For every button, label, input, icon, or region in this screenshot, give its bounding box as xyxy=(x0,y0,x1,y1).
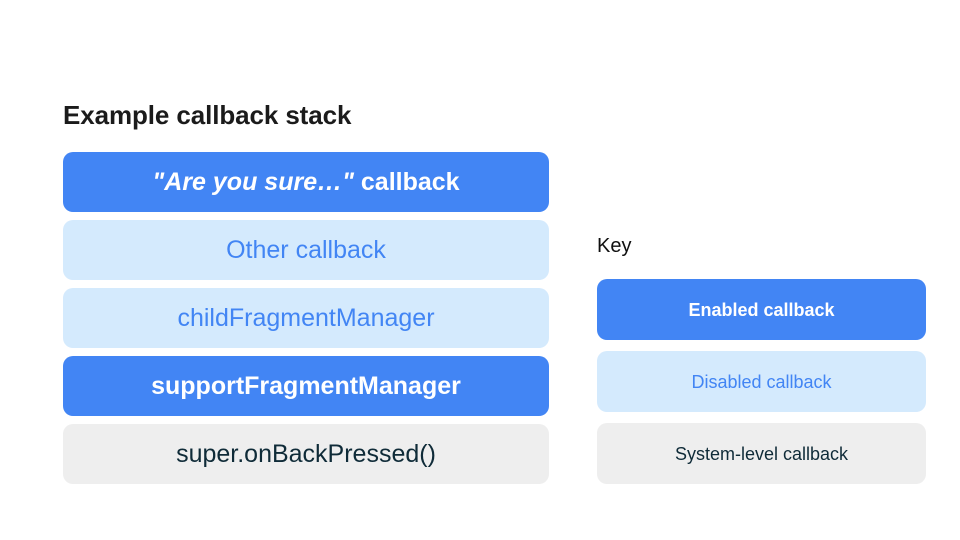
page-title: Example callback stack xyxy=(63,100,352,130)
key-item-label: Disabled callback xyxy=(691,371,832,392)
stack-item-label: super.onBackPressed() xyxy=(176,440,436,468)
stack-item-label: Other callback xyxy=(226,236,386,264)
key-item-label: Enabled callback xyxy=(688,299,835,320)
stack-item-label: childFragmentManager xyxy=(177,304,435,332)
stack-item-are-you-sure[interactable]: "Are you sure…" callback xyxy=(63,152,549,212)
key-item-system-level-callback: System-level callback xyxy=(597,423,926,484)
key-list: Enabled callback Disabled callback Syste… xyxy=(597,279,926,484)
key-item-enabled-callback: Enabled callback xyxy=(597,279,926,340)
stack-item-super-on-back-pressed[interactable]: super.onBackPressed() xyxy=(63,424,549,484)
callback-stack-list: "Are you sure…" callback Other callback … xyxy=(63,152,549,484)
stack-item-support-fragment-manager[interactable]: supportFragmentManager xyxy=(63,356,549,416)
key-item-disabled-callback: Disabled callback xyxy=(597,351,926,412)
key-panel: Key Enabled callback Disabled callback S… xyxy=(597,234,926,484)
stack-item-other-callback[interactable]: Other callback xyxy=(63,220,549,280)
stack-item-label: "Are you sure…" callback xyxy=(152,168,459,196)
key-item-label: System-level callback xyxy=(674,443,849,464)
stack-item-text: callback xyxy=(353,168,460,196)
stack-item-emphasis: "Are you sure…" xyxy=(152,168,354,196)
stack-item-label: supportFragmentManager xyxy=(151,372,461,400)
key-title: Key xyxy=(597,235,632,257)
callback-stack-panel: Example callback stack "Are you sure…" c… xyxy=(63,100,549,484)
stack-item-child-fragment-manager[interactable]: childFragmentManager xyxy=(63,288,549,348)
